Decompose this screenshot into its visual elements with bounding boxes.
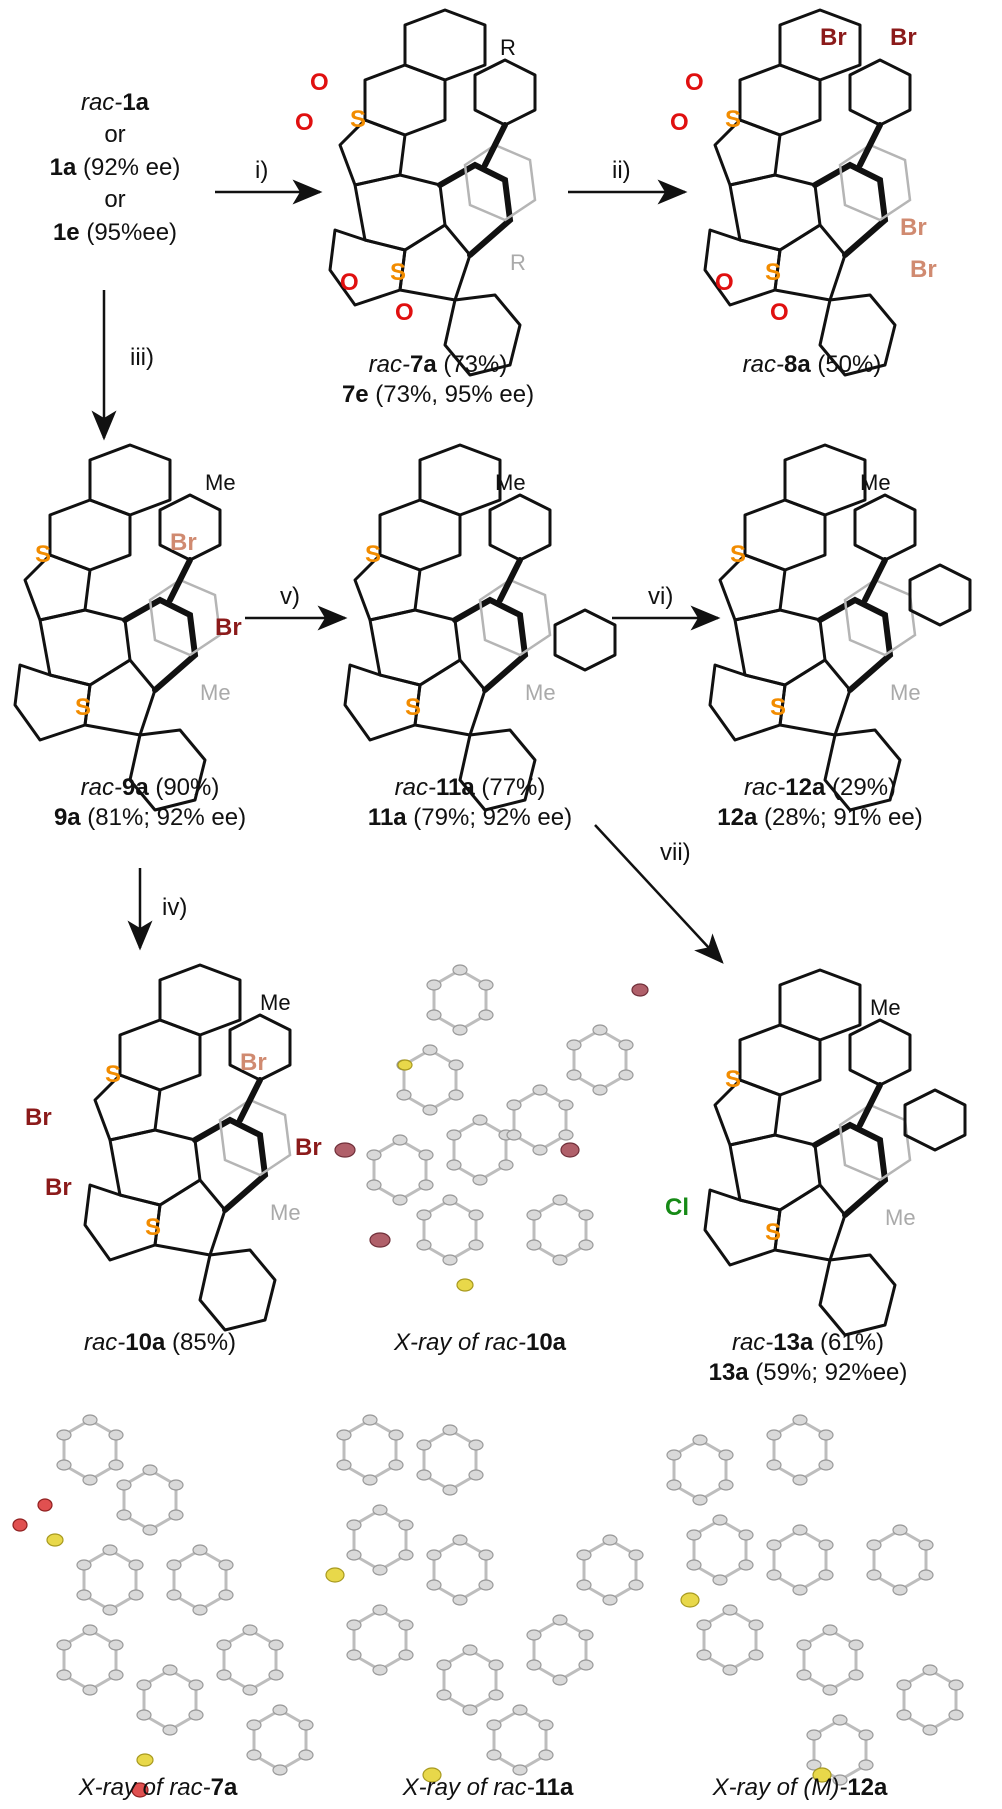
xray-12a [665,1413,965,1787]
atom-S-2: S [770,694,786,721]
starting-materials: rac-1a or 1a (92% ee) or 1e (95%ee) [50,89,181,246]
atom-Br-2: Br [890,24,917,51]
atom-S-2: S [75,694,91,721]
atom-Br-3: Br [295,1134,322,1161]
atom-S-2: S [145,1214,161,1241]
atom-S-1: S [725,106,741,133]
step-iv-label: iv) [162,894,187,921]
label-13a-line2: 13a (59%; 92%ee) [709,1359,908,1386]
atom-Me: Me [870,995,901,1020]
atom-S-2: S [765,1219,781,1246]
caption-xray-7a: X-ray of rac-7a [78,1774,238,1801]
label-9a-line1: rac-9a (90%) [81,774,220,801]
atom-O-4: O [395,299,414,326]
molecule-8a: S O O S O O Br Br Br Br [670,10,937,375]
atom-Me: Me [860,470,891,495]
atom-Me-ghost: Me [890,680,921,705]
atom-Br-ghost-1: Br [900,214,927,241]
atom-Br-1: Br [25,1104,52,1131]
caption-xray-12a: X-ray of (M)-12a [712,1774,888,1801]
atom-Br-ghost-2: Br [910,256,937,283]
label-11a-line1: rac-11a (77%) [395,774,546,801]
label-7a-line2: 7e (73%, 95% ee) [342,381,534,408]
atom-Br: Br [215,614,242,641]
label-9a-line2: 9a (81%; 92% ee) [54,804,246,831]
label-12a-line2: 12a (28%; 91% ee) [717,804,922,831]
atom-O-3: O [340,269,359,296]
start-line-2: 1a (92% ee) [50,154,181,181]
step-i-label: i) [255,157,268,184]
atom-R: R [500,35,516,60]
xray-11a [325,1413,645,1783]
atom-Me-ghost: Me [885,1205,916,1230]
step-iii-label: iii) [130,344,154,371]
xray-10a [334,963,649,1292]
molecule-9a: S S Me Br Br Me [15,445,242,810]
atom-S-1: S [105,1061,121,1088]
molecule-13a: S S Cl Me Me [665,970,967,1335]
atom-Br-ghost: Br [170,529,197,556]
atom-Me: Me [495,470,526,495]
label-12a-line1: rac-12a (29%) [744,774,896,801]
step-vii-label: vii) [660,839,691,866]
label-8a-line1: rac-8a (50%) [743,351,882,378]
molecule-10a: S S Br Br Me Br Br Me [25,965,322,1330]
molecule-11a: S S Me Me [345,445,617,810]
phenyl-ring [553,608,617,672]
step-vi-label: vi) [648,583,673,610]
atom-S-2: S [390,259,406,286]
atom-O-1: O [310,69,329,96]
atom-R-ghost: R [510,250,526,275]
atom-S-1: S [365,541,381,568]
atom-S-2: S [405,694,421,721]
atom-Me-ghost: Me [200,680,231,705]
atom-O-1: O [685,69,704,96]
atom-Me-ghost: Me [525,680,556,705]
atom-S-1: S [350,106,366,133]
atom-O-3: O [715,269,734,296]
molecule-7a: S O O S O O R R [295,10,535,375]
reaction-arrows: i) ii) iii) v) vi) iv) vii) [91,157,724,964]
label-7a-line1: rac-7a (73%) [369,351,508,378]
arrow-step-vii [594,824,724,964]
molecule-12a: S S Me Me [710,445,972,810]
atom-Cl: Cl [665,1194,689,1221]
fused-ring [903,1088,967,1152]
atom-Me-ghost: Me [270,1200,301,1225]
start-line-3: 1e (95%ee) [53,219,177,246]
caption-xray-10a: X-ray of rac-10a [393,1329,567,1356]
atom-O-2: O [670,109,689,136]
xray-7a [12,1413,315,1798]
start-or-2: or [104,186,125,213]
caption-xray-11a: X-ray of rac-11a [402,1774,574,1801]
atom-Br-2: Br [45,1174,72,1201]
start-or-1: or [104,121,125,148]
fused-ring [908,563,972,627]
label-10a-line1: rac-10a (85%) [84,1329,236,1356]
step-ii-label: ii) [612,157,631,184]
start-line-1: rac-1a [81,89,150,116]
atom-S-1: S [725,1066,741,1093]
atom-Me: Me [205,470,236,495]
atom-S-1: S [35,541,51,568]
atom-O-4: O [770,299,789,326]
atom-Br-ghost: Br [240,1049,267,1076]
label-13a-line1: rac-13a (61%) [732,1329,884,1356]
atom-Br-1: Br [820,24,847,51]
step-v-label: v) [280,583,300,610]
atom-O-2: O [295,109,314,136]
atom-Me: Me [260,990,291,1015]
label-11a-line2: 11a (79%; 92% ee) [368,804,572,831]
atom-S-2: S [765,259,781,286]
atom-S-1: S [730,541,746,568]
